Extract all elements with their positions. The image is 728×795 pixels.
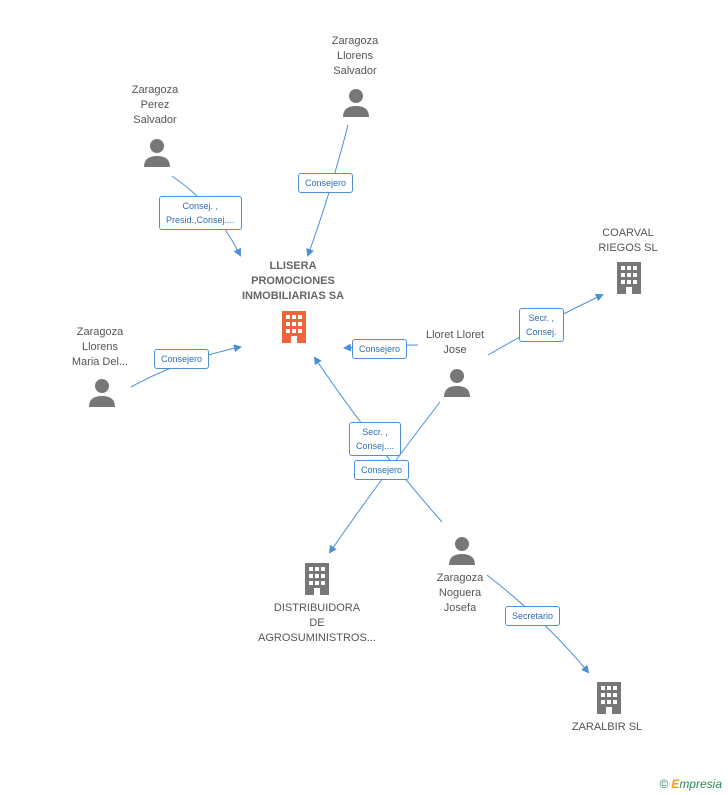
empresia-logo[interactable]: ©Empresia [659,777,722,791]
node-label-zaragoza-perez-salvador[interactable]: Zaragoza Perez Salvador [131,84,179,126]
edge-label-secretario[interactable]: Secretario [505,606,561,626]
building-icon-highlight [282,311,306,343]
edge-label-secr-consej[interactable]: Secr. , Consej. [519,308,564,342]
edge-label-secr-consej[interactable]: Secr. , Consej.... [349,422,402,456]
node-label-llisera[interactable]: LLISERA PROMOCIONES INMOBILIARIAS SA [241,260,345,302]
person-icon [449,537,475,565]
building-icon [305,563,329,595]
person-icon [144,139,170,167]
node-label-zaragoza-noguera[interactable]: Zaragoza Noguera Josefa [436,572,484,614]
node-label-distribuidora[interactable]: DISTRIBUIDORA DE AGROSUMINISTROS... [258,602,376,644]
edge-label-consejero[interactable]: Consejero [354,460,410,480]
edge-label-consejero[interactable]: Consejero [352,339,408,359]
building-icon [617,262,641,294]
node-label-zaragoza-llorens-maria[interactable]: Zaragoza Llorens Maria Del... [71,326,129,368]
node-label-coarval[interactable]: COARVAL RIEGOS SL [598,227,658,254]
person-icon [444,369,470,397]
node-label-lloret[interactable]: Lloret Lloret Jose [425,329,485,356]
edge-label-consejero[interactable]: Consejero [154,349,210,369]
node-label-zaragoza-llorens-salvador[interactable]: Zaragoza Llorens Salvador [331,35,379,77]
node-label-zaralbir[interactable]: ZARALBIR SL [571,721,643,733]
edge-label-consejero[interactable]: Consejero [298,173,354,193]
person-icon [89,379,115,407]
person-icon [343,89,369,117]
building-icon [597,682,621,714]
copyright-icon: © [659,777,669,791]
edge-label-consej-presid[interactable]: Consej. , Presid.,Consej.... [159,196,242,230]
